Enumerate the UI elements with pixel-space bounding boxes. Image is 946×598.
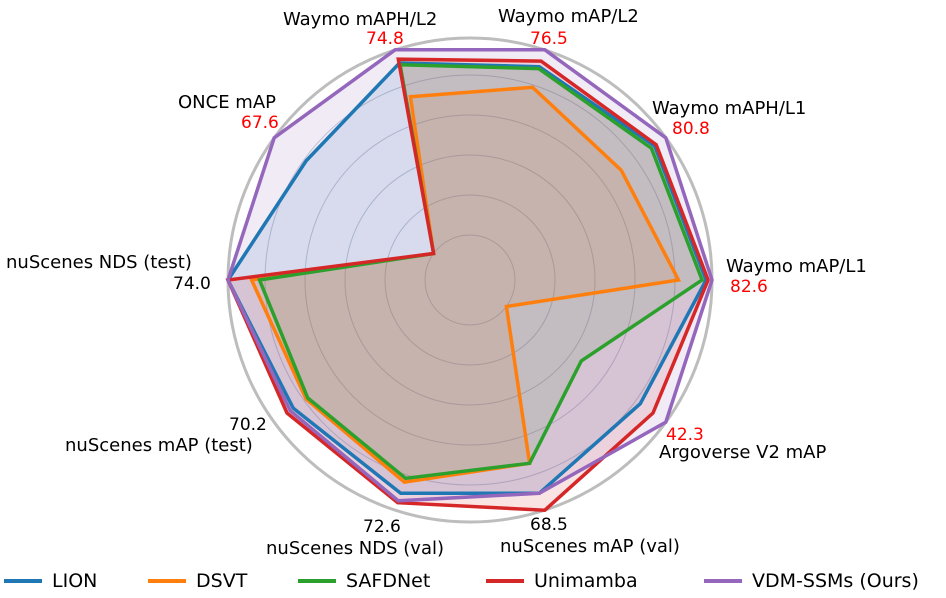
axis-label: Argoverse V2 mAP xyxy=(659,442,826,463)
legend-swatch xyxy=(298,579,336,583)
axis-label: Waymo mAP/L1 xyxy=(726,256,867,277)
axis-label: nuScenes mAP (test) xyxy=(65,435,253,456)
series-line-vdm-ssms-ours- xyxy=(226,48,714,503)
best-value-label: 80.8 xyxy=(672,119,710,139)
legend-item: VDM-SSMs (Ours) xyxy=(704,566,919,596)
legend-label: Unimamba xyxy=(534,570,638,592)
legend-label: VDM-SSMs (Ours) xyxy=(752,570,919,592)
grid-ring xyxy=(384,194,556,366)
legend-item: Unimamba xyxy=(486,566,638,596)
axis-label: nuScenes NDS (val) xyxy=(266,538,444,559)
best-value-label: 74.8 xyxy=(366,29,404,49)
series-fill-lion xyxy=(228,63,707,494)
legend-item: SAFDNet xyxy=(298,566,430,596)
legend-label: SAFDNet xyxy=(346,570,431,592)
series-fill-vdm-ssms-ours- xyxy=(228,49,712,501)
series-fill-safdnet xyxy=(259,64,703,479)
grid-ring xyxy=(304,114,636,446)
best-value-label: 70.2 xyxy=(229,415,267,435)
best-value-label: 68.5 xyxy=(530,515,568,535)
legend-label: LION xyxy=(52,570,98,592)
radar-series xyxy=(225,48,714,512)
grid-ring xyxy=(424,234,516,326)
best-value-label: 42.3 xyxy=(666,425,704,445)
legend-swatch xyxy=(486,579,524,583)
legend-label: DSVT xyxy=(196,570,248,592)
grid-ring xyxy=(344,154,596,406)
legend-swatch xyxy=(704,579,742,583)
legend-item: LION xyxy=(4,566,97,596)
axis-label: Waymo mAP/L2 xyxy=(498,6,639,27)
series-fill-dsvt xyxy=(251,87,679,483)
best-value-label: 74.0 xyxy=(173,274,211,294)
legend: LION DSVT SAFDNet Unimamba VDM-SSMs (Ours) xyxy=(0,566,946,596)
axis-label: ONCE mAP xyxy=(178,92,276,113)
best-value-label: 67.6 xyxy=(241,113,279,133)
legend-swatch xyxy=(4,579,42,583)
best-value-label: 82.6 xyxy=(730,277,768,297)
legend-item: DSVT xyxy=(148,566,247,596)
best-value-label: 72.6 xyxy=(363,517,401,537)
series-fill-unimamba xyxy=(228,59,709,511)
axis-label: Waymo mAPH/L2 xyxy=(283,9,437,30)
axis-label: nuScenes mAP (val) xyxy=(500,536,680,557)
legend-swatch xyxy=(148,579,186,583)
series-line-safdnet xyxy=(257,62,705,481)
series-line-dsvt xyxy=(249,85,682,484)
axis-label: Waymo mAPH/L1 xyxy=(652,98,806,119)
axis-label: nuScenes NDS (test) xyxy=(6,252,192,273)
best-value-label: 76.5 xyxy=(530,29,568,49)
